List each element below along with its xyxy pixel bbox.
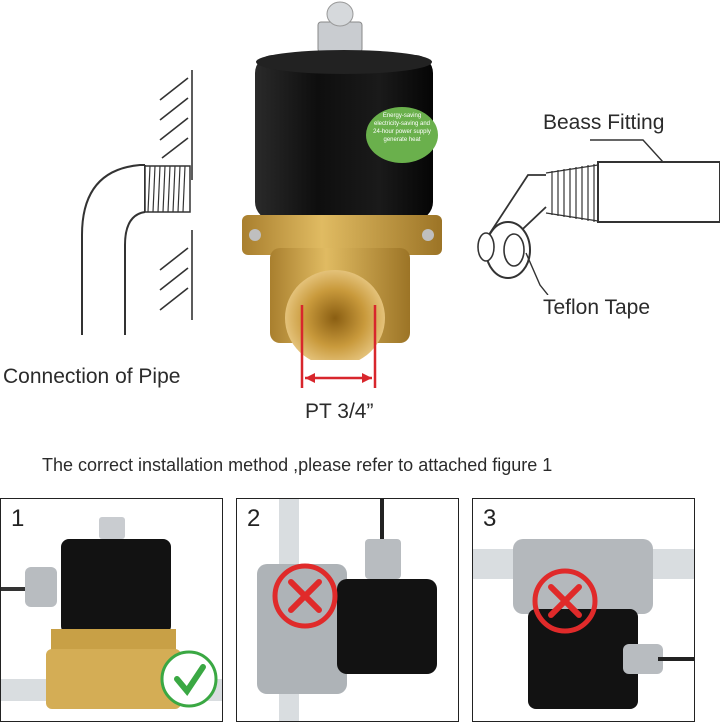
install-panel-1: 1 <box>0 498 223 722</box>
install-panel-3: 3 <box>472 498 695 722</box>
valve-badge-text: Energy-saving electricity-saving and 24-… <box>373 113 431 143</box>
wrong-x-icon <box>548 584 582 618</box>
pipe-elbow-illustration <box>81 70 193 335</box>
connection-of-pipe-label: Connection of Pipe <box>3 365 181 388</box>
check-mark-icon <box>174 664 206 697</box>
beass-fitting-label: Beass Fitting <box>543 111 665 134</box>
valve-upright-illustration <box>1 517 222 709</box>
panel-number: 3 <box>483 505 497 532</box>
teflon-tape-label: Teflon Tape <box>543 296 651 319</box>
panel-number: 2 <box>247 505 261 532</box>
panel-number: 1 <box>11 505 25 532</box>
pt-dimension-arrow <box>300 305 377 388</box>
valve-sideways-illustration <box>257 499 437 721</box>
fitting-teflon-illustration <box>477 139 720 295</box>
install-panel-2: 2 <box>236 498 459 722</box>
pt-size-label: PT 3/4” <box>305 400 374 423</box>
wrong-x-icon <box>288 579 322 613</box>
valve-inverted-illustration <box>473 539 694 709</box>
installation-caption: The correct installation method ,please … <box>42 455 553 475</box>
